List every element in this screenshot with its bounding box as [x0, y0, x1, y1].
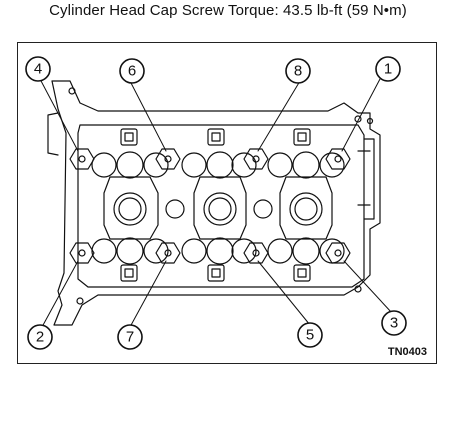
page-title: Cylinder Head Cap Screw Torque: 43.5 lb-…	[49, 2, 407, 19]
callout-2: 2	[36, 329, 44, 346]
edge-lug	[68, 87, 76, 95]
cap-screw-3	[325, 242, 351, 264]
cap-screw-4	[69, 148, 95, 170]
callout-7: 7	[126, 329, 134, 346]
edge-lug	[76, 297, 84, 305]
figure-frame: 1 2 3 4 5 6 7 8 TN0403	[17, 42, 437, 364]
callout-5-circle	[297, 322, 323, 348]
callout-8-circle	[285, 58, 311, 84]
cap-screw-7	[155, 242, 181, 264]
head-outline	[51, 80, 381, 326]
leader-lines	[39, 78, 393, 328]
callout-8: 8	[294, 63, 302, 80]
square-pads	[120, 128, 311, 282]
cap-screws	[69, 148, 351, 264]
cylinder-head-diagram: 1 2 3 4 5 6 7 8	[25, 56, 407, 350]
figure-id: TN0403	[387, 346, 427, 358]
valve-pockets	[91, 151, 345, 265]
callout-6-circle	[119, 58, 145, 84]
cap-screw-2	[69, 242, 95, 264]
callout-3: 3	[390, 315, 398, 332]
cap-screw-6	[155, 148, 181, 170]
callout-4-circle	[25, 56, 51, 82]
callout-1: 1	[384, 61, 392, 78]
callout-circles	[25, 56, 407, 350]
callout-3-circle	[381, 310, 407, 336]
cap-screw-5	[243, 242, 269, 264]
cap-screw-8	[243, 148, 269, 170]
head-inner-outline	[77, 124, 365, 288]
callout-labels: 1 2 3 4 5 6 7 8	[34, 61, 398, 346]
edge-lug	[354, 115, 362, 123]
callout-6: 6	[128, 63, 136, 80]
edge-lug	[354, 285, 362, 293]
callout-7-circle	[117, 324, 143, 350]
callout-5: 5	[306, 327, 314, 344]
spark-plug-bosses	[103, 176, 333, 240]
callout-2-circle	[27, 324, 53, 350]
edge-lug	[366, 117, 374, 125]
callout-4: 4	[34, 61, 42, 78]
right-bracket	[357, 138, 375, 220]
left-flange	[47, 112, 59, 156]
callout-1-circle	[375, 56, 401, 82]
cap-screw-1	[325, 148, 351, 170]
